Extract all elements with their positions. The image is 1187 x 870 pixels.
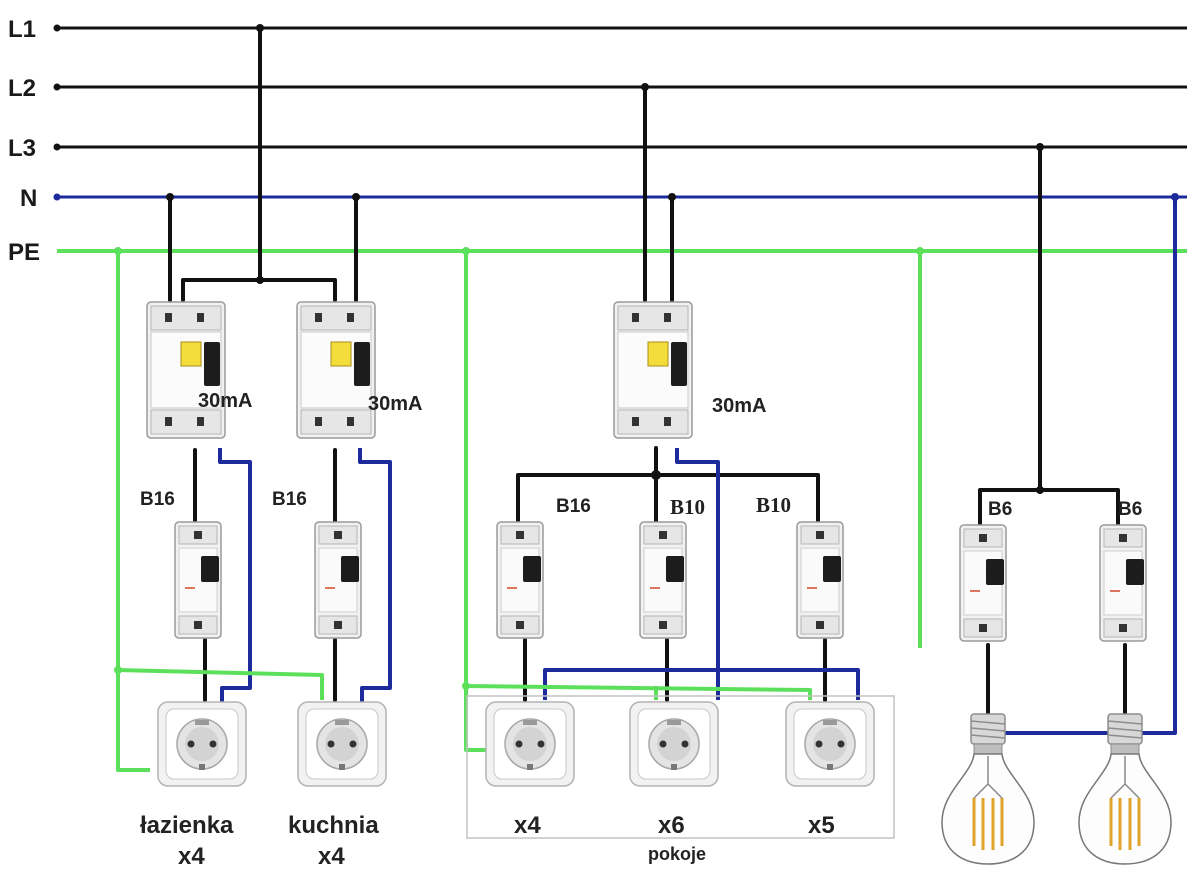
- pe-label: PE: [8, 239, 40, 266]
- rcd-rooms: [613, 301, 693, 439]
- rcd-kitchen: [296, 301, 376, 439]
- rcd-kitchen-rating: 30mA: [368, 393, 422, 415]
- l3-feeder: [978, 143, 1120, 527]
- light-bulb-1-icon: [940, 712, 1036, 866]
- mcb-lighting-2-label: B6: [1118, 499, 1142, 520]
- l1-label: L1: [8, 16, 36, 43]
- mcb-rooms-1-label: B16: [556, 496, 591, 517]
- mcb-kitchen: [314, 521, 362, 639]
- bathroom-kitchen-wiring: [114, 247, 392, 772]
- mcb-lighting-2: [1099, 524, 1147, 642]
- socket-kitchen: [297, 701, 387, 787]
- socket-bathroom: [157, 701, 247, 787]
- socket-room-2: [629, 701, 719, 787]
- kitchen-label: kuchnia: [288, 812, 379, 839]
- bathroom-count: x4: [178, 843, 205, 870]
- mcb-bathroom-label: B16: [140, 489, 175, 510]
- room-1-count: x4: [514, 812, 541, 839]
- rooms-label: pokoje: [648, 844, 706, 864]
- mcb-rooms-2-label: B10: [670, 495, 705, 519]
- bathroom-label: łazienka: [140, 812, 234, 839]
- rcd-rooms-rating: 30mA: [712, 395, 766, 417]
- mcb-rooms-3-label: B10: [756, 493, 791, 517]
- l2-feeder: [641, 83, 676, 302]
- lighting-wiring: [916, 193, 1179, 735]
- rcd-bathroom: [146, 301, 226, 439]
- l1-feeder: [166, 24, 360, 302]
- mcb-rooms-3: [796, 521, 844, 639]
- socket-room-1: [485, 701, 575, 787]
- mcb-rooms-2: [639, 521, 687, 639]
- l2-label: L2: [8, 75, 36, 102]
- l3-label: L3: [8, 135, 36, 162]
- rcd-bathroom-rating: 30mA: [198, 390, 252, 412]
- mcb-kitchen-label: B16: [272, 489, 307, 510]
- mcb-lighting-1: [959, 524, 1007, 642]
- n-label: N: [20, 185, 37, 212]
- room-3-count: x5: [808, 812, 835, 839]
- rooms-wiring: [462, 247, 860, 752]
- mcb-bathroom: [174, 521, 222, 639]
- mcb-lighting-1-label: B6: [988, 499, 1012, 520]
- kitchen-count: x4: [318, 843, 345, 870]
- mcb-rooms-1: [496, 521, 544, 639]
- socket-room-3: [785, 701, 875, 787]
- rooms-group-frame: [466, 695, 895, 839]
- light-bulb-2-icon: [1077, 712, 1173, 866]
- room-2-count: x6: [658, 812, 685, 839]
